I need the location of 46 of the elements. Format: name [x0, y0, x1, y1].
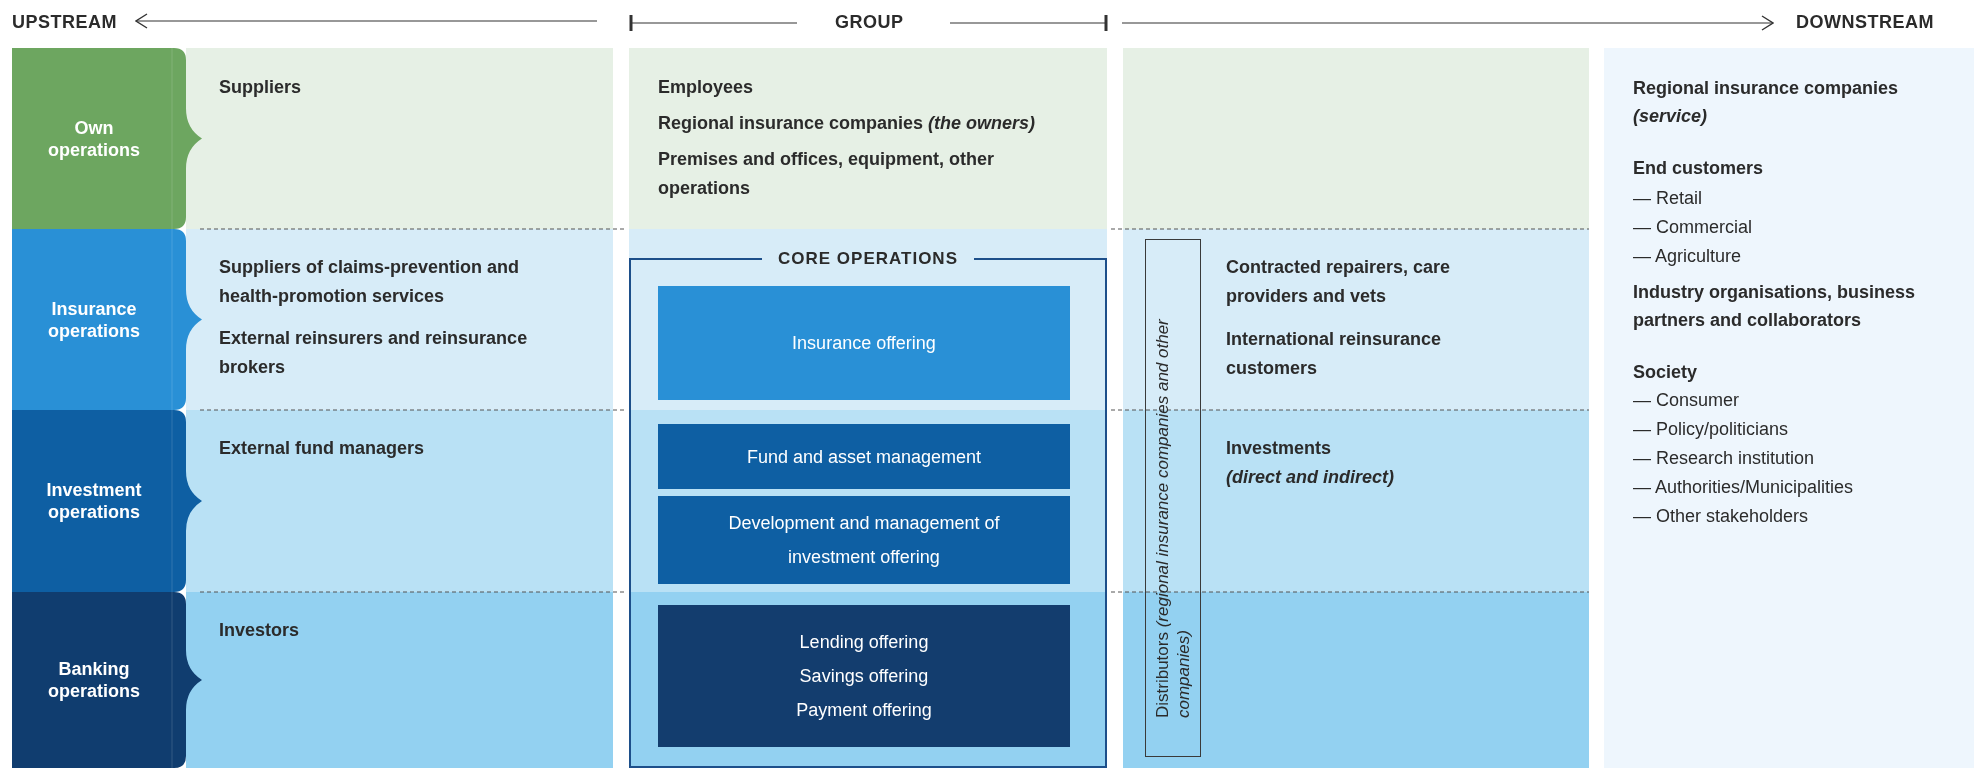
section-heading: GROUP [835, 11, 905, 34]
offering-label: Development and management of investment offering [727, 512, 1001, 569]
stakeholder-label: Regional insurance companies (the owners) [658, 112, 1037, 135]
stakeholder-label: External reinsurers and reinsurance brokers [219, 327, 529, 379]
category-tab [12, 410, 202, 592]
category-tab [12, 592, 202, 768]
section-heading: UPSTREAM [12, 11, 118, 34]
stakeholder-label: Employees [658, 76, 755, 99]
offering-label: Savings offering [798, 665, 930, 688]
category-tab [12, 48, 202, 229]
tab-label: Insurance operations [47, 297, 141, 342]
stakeholder-label: Premises and offices, equipment, other operations [658, 148, 996, 200]
list-item: — Retail [1633, 187, 1704, 210]
offering-box [658, 605, 1070, 747]
list-item: — Agriculture [1633, 245, 1743, 268]
offering-box [658, 496, 1070, 584]
list-item: — Commercial [1633, 216, 1753, 239]
stakeholder-label: Suppliers [219, 76, 303, 99]
offering-label: Insurance offering [791, 332, 937, 355]
stakeholder-label: International reinsurance customers [1226, 328, 1443, 380]
offering-label: Payment offering [795, 699, 933, 722]
group-heading: Regional insurance companies (service) [1633, 77, 1900, 128]
list-item: — Policy/politicians [1633, 418, 1790, 441]
stakeholder-label: Investors [219, 619, 301, 642]
tab-label: Banking operations [47, 658, 141, 702]
tab-label: Own operations [47, 116, 141, 161]
stakeholder-label: Suppliers of claims-prevention and health-promotion services [219, 256, 521, 308]
section-heading: DOWNSTREAM [1796, 11, 1935, 34]
offering-box [658, 424, 1070, 489]
vertical-label: Distributors (regional insurance companies and other companies) [1152, 318, 1194, 718]
list-item: — Consumer [1633, 389, 1741, 412]
offering-label: Fund and asset management [745, 445, 983, 469]
stakeholder-label: Contracted repairers, care providers and vets [1226, 256, 1452, 308]
group-heading: Society [1633, 361, 1699, 384]
list-item: — Research institution [1633, 447, 1816, 470]
tab-label: Investment operations [45, 479, 143, 523]
category-tab [12, 229, 202, 410]
stakeholder-label: External fund managers [219, 437, 426, 460]
group-heading: Industry organisations, business partners and collaborators [1633, 281, 1917, 332]
group-heading: End customers [1633, 157, 1765, 180]
list-item: — Other stakeholders [1633, 505, 1810, 528]
offering-label: Lending offering [798, 631, 930, 654]
stakeholder-label: Investments (direct and indirect) [1226, 437, 1396, 489]
offering-box [658, 286, 1070, 400]
list-item: — Authorities/Municipalities [1633, 476, 1855, 499]
distributors-box [1145, 239, 1201, 757]
